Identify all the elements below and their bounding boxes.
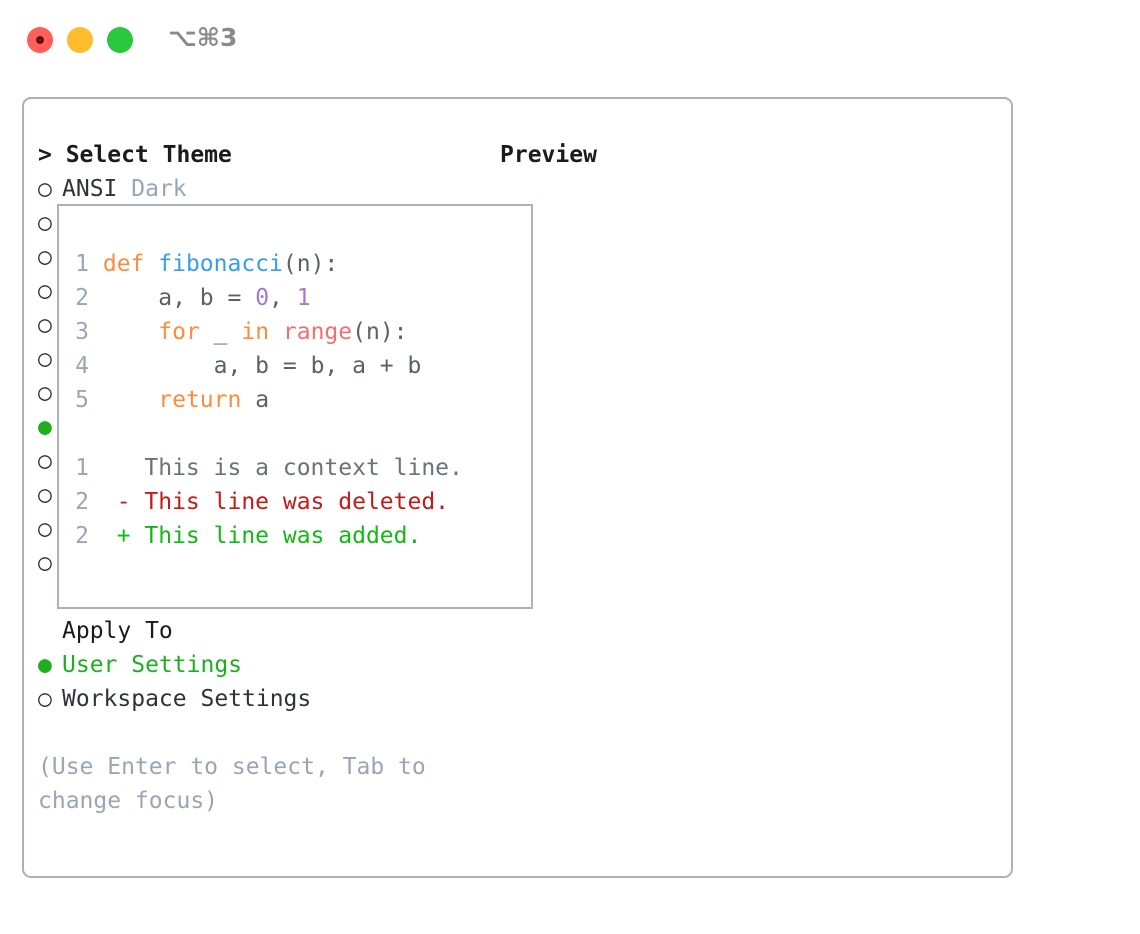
diff-line-text: This is a context line. — [89, 455, 463, 481]
code-token: range — [282, 319, 353, 345]
code-token: return — [102, 387, 256, 413]
code-token: a, b = b, a + b — [102, 353, 422, 379]
maximize-button[interactable] — [107, 27, 133, 53]
line-number: 5 — [75, 387, 89, 413]
apply-to-heading: Apply To — [62, 618, 173, 644]
code-line: 1 def fibonacci(n): — [67, 247, 527, 281]
radio-unselected-icon: ○ — [38, 516, 52, 542]
select-theme-heading: > Select Theme — [38, 142, 232, 168]
code-token: (n): — [282, 251, 339, 277]
keyboard-hint-text: (Use Enter to select, Tab to change focu… — [38, 754, 440, 814]
code-token: , — [269, 285, 297, 311]
line-number: 2 — [75, 523, 89, 549]
apply-to-option-user-settings[interactable]: ● User Settings — [38, 648, 478, 682]
apply-to-option-workspace-settings[interactable]: ○ Workspace Settings — [38, 682, 478, 716]
code-token: for — [102, 319, 214, 345]
preview-column: Preview — [500, 138, 1000, 172]
line-number: 3 — [75, 319, 89, 345]
line-number: 2 — [75, 489, 89, 515]
diff-line-add: 2 + This line was added. — [67, 519, 527, 553]
line-number: 4 — [75, 353, 89, 379]
diff-line-text: - This line was deleted. — [89, 489, 450, 515]
close-button[interactable] — [27, 27, 53, 53]
radio-unselected-icon: ○ — [38, 686, 52, 712]
apply-to-list[interactable]: ● User Settings ○ Workspace Settings — [38, 648, 478, 716]
code-token: def — [102, 251, 159, 277]
diff-line-del: 2 - This line was deleted. — [67, 485, 527, 519]
radio-unselected-icon: ○ — [38, 244, 52, 270]
title-bar: ⌥⌘3 — [0, 0, 1140, 76]
keyboard-shortcut-label: ⌥⌘3 — [168, 23, 238, 52]
radio-unselected-icon: ○ — [38, 312, 52, 338]
radio-unselected-icon: ○ — [38, 176, 52, 202]
radio-unselected-icon: ○ — [38, 210, 52, 236]
apply-to-option-label: Workspace Settings — [62, 686, 312, 712]
code-token: a, b = — [102, 285, 256, 311]
code-token: 1 — [296, 285, 311, 311]
radio-selected-icon: ● — [38, 414, 52, 440]
radio-unselected-icon: ○ — [38, 482, 52, 508]
theme-option-ansi[interactable]: ○ ANSI Dark — [38, 172, 478, 206]
theme-option-label: ANSI — [62, 176, 132, 202]
window-controls — [27, 27, 133, 53]
code-line: 3 for _ in range(n): — [67, 315, 527, 349]
diff-line-ctx: 1 This is a context line. — [67, 451, 527, 485]
theme-variant-tag: Dark — [131, 176, 187, 202]
code-token: in — [241, 319, 283, 345]
line-number: 2 — [75, 285, 89, 311]
code-diff-spacer — [67, 417, 527, 451]
radio-selected-icon: ● — [38, 652, 52, 678]
radio-unselected-icon: ○ — [38, 278, 52, 304]
code-token: a — [255, 387, 270, 413]
code-line: 5 return a — [67, 383, 527, 417]
code-line: 4 a, b = b, a + b — [67, 349, 527, 383]
minimize-button[interactable] — [67, 27, 93, 53]
line-number: 1 — [75, 455, 89, 481]
code-line: 2 a, b = 0, 1 — [67, 281, 527, 315]
radio-unselected-icon: ○ — [38, 448, 52, 474]
code-token: fibonacci — [158, 251, 283, 277]
line-number: 1 — [75, 251, 89, 277]
code-token: _ — [213, 319, 242, 345]
diff-line-text: + This line was added. — [89, 523, 422, 549]
radio-unselected-icon: ○ — [38, 346, 52, 372]
radio-unselected-icon: ○ — [38, 380, 52, 406]
theme-picker-panel: > Select Theme ○ANSI Dark○Atom One Dark○… — [22, 97, 1013, 878]
code-token: 0 — [255, 285, 270, 311]
preview-heading: Preview — [500, 142, 597, 168]
code-token: (n): — [352, 319, 408, 345]
radio-unselected-icon: ○ — [38, 550, 52, 576]
apply-to-option-label: User Settings — [62, 652, 243, 678]
